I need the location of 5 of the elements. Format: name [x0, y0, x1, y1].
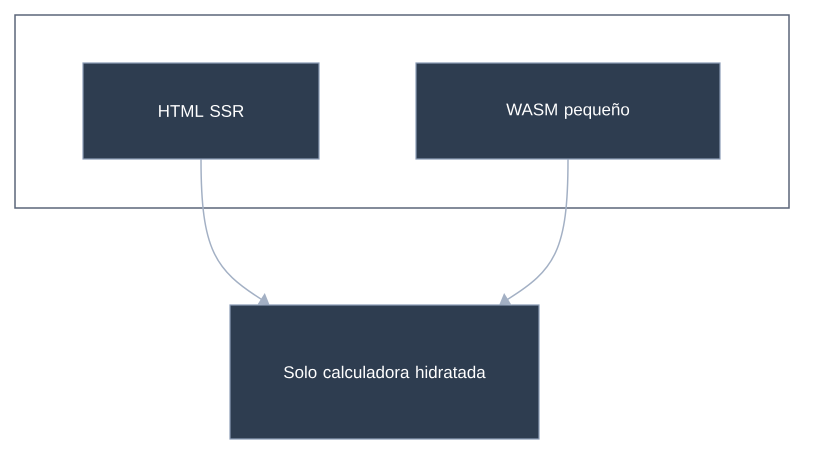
- arrow: [200, 160, 270, 306]
- group-frame: [14, 14, 790, 209]
- process-box: Solo calculadora hidratada: [229, 304, 540, 440]
- process-box: HTML SSR: [82, 62, 320, 160]
- process-box: WASM pequeño: [415, 62, 721, 160]
